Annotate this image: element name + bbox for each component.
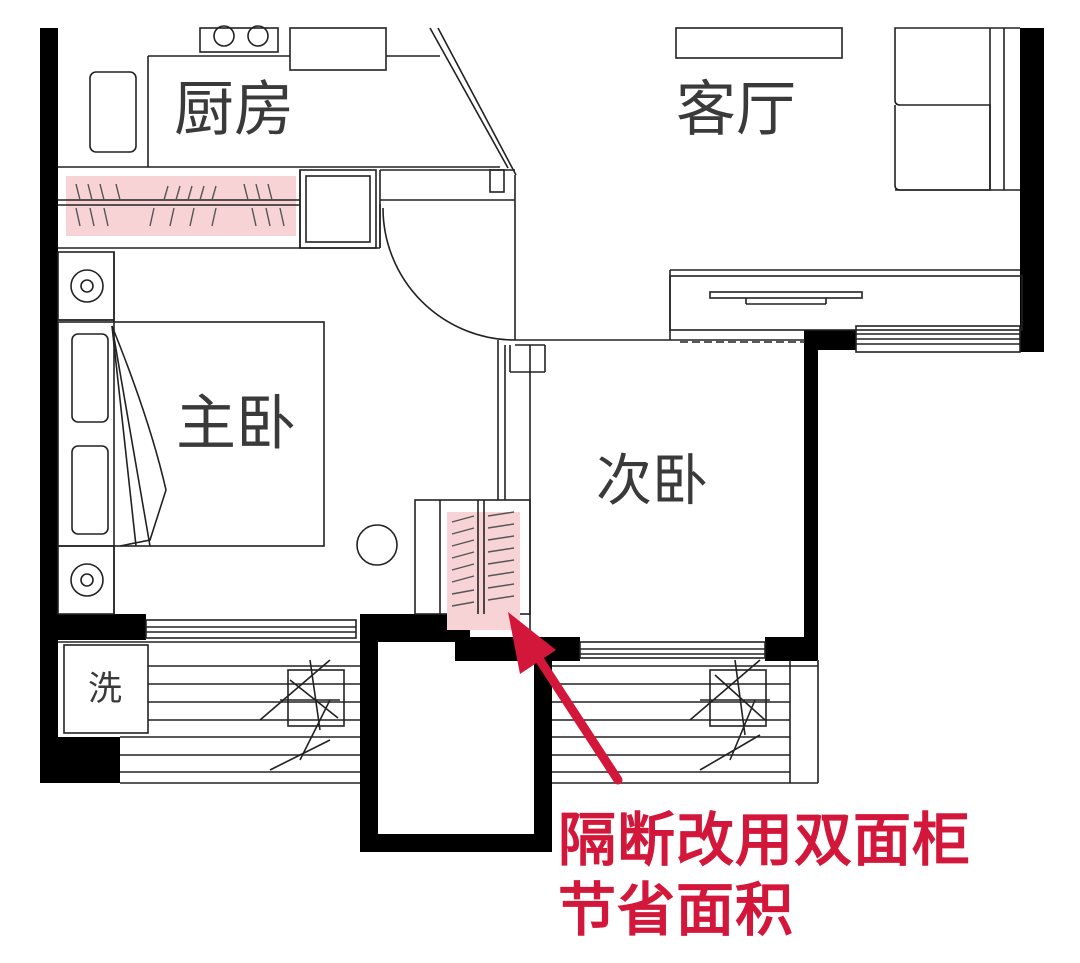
wall-segment-master-bottom-left	[58, 614, 146, 640]
storage-cabinet	[299, 169, 377, 249]
fridge-box	[289, 27, 387, 71]
pillow-top	[71, 333, 109, 423]
annotation-arrow	[508, 612, 623, 785]
walls	[40, 28, 1044, 852]
room-label-master-bedroom: 主卧	[176, 389, 296, 459]
drain-right	[709, 669, 767, 727]
shaft-right-wall	[534, 642, 552, 852]
shaft-bottom-wall	[360, 834, 552, 852]
master-window	[145, 619, 357, 639]
right-outer-wall	[1020, 28, 1044, 352]
room-label-living-room: 客厅	[676, 75, 796, 145]
wash-machine	[63, 644, 149, 734]
annotation-line-1: 隔断改用双面柜	[558, 806, 972, 874]
left-outer-wall	[40, 28, 58, 783]
second-window	[579, 641, 766, 659]
second-bedroom-right-wall	[804, 330, 818, 660]
wall-corner-block-left	[40, 737, 120, 783]
kitchen-diagonal-wall	[429, 27, 509, 169]
room-label-wash: 洗	[88, 669, 122, 709]
room-label-second-bedroom: 次卧	[596, 449, 708, 514]
stove-burner-right	[247, 25, 269, 47]
tv-cabinet	[675, 27, 843, 59]
console-table	[669, 275, 1023, 331]
master-door-swing	[382, 207, 516, 341]
shaft-left-wall	[360, 614, 378, 852]
bed-fold	[111, 325, 167, 547]
double-sided-cabinet-highlight	[447, 500, 520, 630]
bed	[57, 321, 325, 547]
kitchen-cabinet-small	[89, 71, 137, 153]
drain-left	[287, 669, 345, 727]
stove-burner-left	[213, 25, 235, 47]
annotation-line-2: 节省面积	[558, 876, 795, 944]
kitchen-sink-counter	[199, 27, 279, 53]
right-bay-connector	[804, 330, 856, 350]
left-wall-top-cap	[40, 28, 58, 58]
wardrobe-top	[58, 170, 301, 248]
plant	[356, 524, 398, 566]
sofa	[894, 27, 1020, 191]
room-label-kitchen: 厨房	[174, 75, 294, 145]
nightstand-bottom	[57, 545, 115, 615]
pillow-bottom	[71, 445, 109, 535]
nightstand-top	[57, 251, 115, 321]
thin-lines	[57, 25, 1023, 784]
